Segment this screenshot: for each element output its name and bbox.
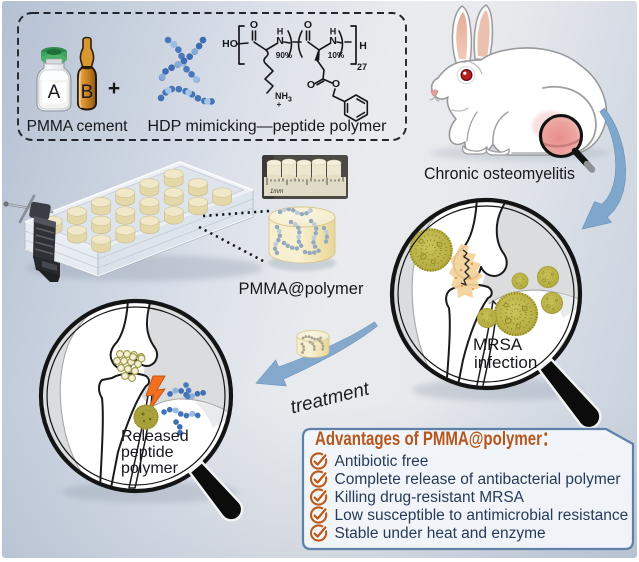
magnifier-mrsa: MRSA infection: [389, 197, 602, 430]
specimen-photo: 1mm: [262, 155, 348, 199]
rabbit-ears: [451, 4, 494, 64]
colony-small-4: [476, 307, 498, 329]
check-icon-5: [309, 524, 328, 542]
vial-a-label: A: [48, 82, 61, 103]
chem-pct90: 90%: [276, 51, 293, 60]
mrsa-ring: [389, 197, 583, 391]
released-bone: [98, 303, 159, 489]
chem-h1: H: [277, 27, 284, 37]
chem-n1: N: [276, 35, 284, 47]
released-ring: [38, 298, 234, 494]
cement-beads: [113, 350, 146, 382]
rabbit-mouth: [429, 95, 440, 102]
chem-o1: O: [250, 19, 258, 31]
advantage-item-1: Antibiotic free: [309, 452, 429, 470]
dotted-line-top: [202, 209, 270, 218]
colony-small-2: [536, 265, 560, 289]
advantage-text-3: Killing drug-resistant MRSA: [335, 489, 525, 506]
advantage-text-4: Low susceptible to antimicrobial resista…: [335, 507, 629, 524]
mrsa-handle: [537, 357, 602, 430]
treatment-cylinder: [296, 330, 330, 358]
check-icon-1: [309, 452, 328, 470]
hip-magnifier: [538, 113, 596, 173]
photo-specimens: [266, 158, 342, 180]
chem-o3: O: [307, 79, 315, 91]
infection-site: [449, 244, 483, 298]
chem-h2: H: [330, 27, 337, 37]
hdp-polymer-label: HDP mimicking—peptide polymer: [148, 118, 388, 135]
polymer-squiggle-icon: [157, 36, 218, 105]
advantage-text-2: Complete release of antibacterial polyme…: [335, 471, 621, 488]
advantage-item-3: Killing drug-resistant MRSA: [309, 488, 525, 506]
rabbit-eye: [460, 68, 473, 81]
colony-large-bottom: [492, 290, 540, 338]
rabbit-illustration: Chronic osteomyelitis: [424, 4, 610, 183]
released-handle: [188, 460, 244, 522]
advantage-text-5: Stable under heat and enzyme: [335, 525, 546, 542]
rabbit-paws: [461, 144, 510, 156]
chem-pct10: 10%: [328, 51, 345, 60]
reagents-box: A B + HO: [17, 12, 407, 141]
hip-magnifier-ring: [538, 113, 584, 159]
chem-ho: HO: [222, 38, 238, 50]
mrsa-label-line1: MRSA: [473, 335, 523, 354]
pmma-polymer-cylinder: PMMA@polymer: [239, 206, 364, 298]
magnifier-released: Released peptide polymer: [38, 298, 244, 522]
released-label-line3: polymer: [121, 460, 179, 477]
rabbit-face: [429, 66, 476, 102]
chemical-structure: HO O N H 90% O N H: [222, 19, 369, 122]
rabbit-nose: [430, 89, 439, 97]
treatment-step: treatment: [255, 321, 378, 418]
released-label-line1: Released: [121, 428, 189, 445]
check-icon-3: [309, 488, 328, 506]
advantage-text-1: Antibiotic free: [335, 453, 429, 470]
arrow-to-infection: [581, 107, 627, 230]
pmma-cement-label: PMMA cement: [27, 118, 128, 135]
dying-colony: [133, 404, 159, 430]
vial-a-icon: A: [36, 47, 72, 112]
mold-tray: [3, 161, 263, 282]
chem-o2: O: [304, 19, 312, 31]
chem-n2: N: [329, 35, 337, 47]
ruler-unit-label: 1mm: [270, 189, 283, 195]
colony-small-1: [511, 272, 529, 290]
ampoule-b-label: B: [81, 82, 94, 103]
advantage-item-4: Low susceptible to antimicrobial resista…: [309, 506, 629, 524]
chronic-osteomyelitis-label: Chronic osteomyelitis: [424, 165, 575, 183]
rabbit-contours: [451, 61, 597, 155]
released-strands: [161, 382, 209, 438]
colony-small-3: [540, 291, 564, 315]
mrsa-label-line2: infection: [474, 353, 537, 372]
chem-nh3: NH: [275, 91, 288, 101]
lightning-icon: [145, 375, 166, 415]
pmma-polymer-label: PMMA@polymer: [239, 280, 364, 298]
advantages-border: [301, 427, 635, 551]
advantage-item-5: Stable under heat and enzyme: [309, 524, 546, 542]
chem-endh: H: [359, 40, 367, 52]
tray-clamp: [3, 194, 60, 282]
treatment-label: treatment: [288, 378, 372, 418]
colony-large-left: [408, 227, 454, 273]
chem-o4: O: [332, 78, 340, 90]
advantage-item-2: Complete release of antibacterial polyme…: [309, 470, 621, 488]
advantages-title: Advantages of PMMA@polymer：: [315, 428, 557, 450]
plus-sign: +: [108, 77, 120, 100]
chem-sub27: 27: [357, 62, 367, 72]
check-icon-4: [309, 506, 328, 524]
chem-nh3-sub: 3: [288, 97, 292, 104]
check-icon-2: [309, 470, 328, 488]
embedded-polymer-strands: [272, 207, 330, 258]
advantages-box: Advantages of PMMA@polymer： Antibiotic f…: [301, 427, 635, 551]
chem-nh3-charge: +: [277, 100, 282, 109]
magnification-connectors: [198, 209, 270, 264]
released-label-line2: peptide: [121, 444, 174, 461]
dashed-border: [17, 12, 407, 141]
ampoule-b-icon: B: [77, 36, 97, 111]
